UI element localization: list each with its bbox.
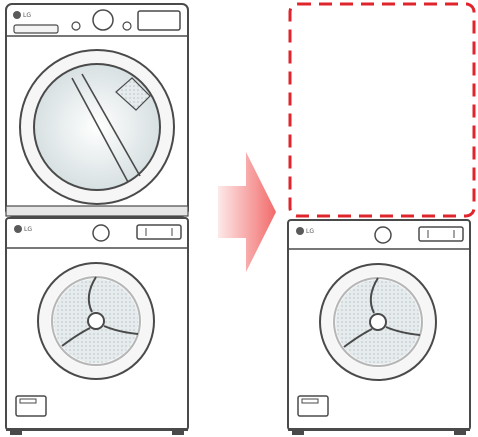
washer-unit-right: LG (288, 220, 470, 435)
dryer-dial (93, 10, 113, 30)
svg-text:LG: LG (23, 12, 31, 19)
dryer-button-left (72, 22, 80, 30)
dryer-button-right (123, 22, 131, 30)
dryer-display (138, 11, 180, 30)
svg-text:LG: LG (306, 228, 314, 235)
svg-text:LG: LG (24, 226, 32, 233)
arrow-right-icon (218, 152, 276, 272)
washer-unit-left: LG (6, 218, 188, 435)
dryer-door-glass (34, 64, 160, 190)
removed-dryer-placeholder (290, 4, 474, 216)
washer-left-dial (93, 225, 109, 241)
washer-left-brand-logo: LG (14, 225, 32, 233)
dryer-brand-logo: LG (13, 11, 31, 19)
dryer-unit: LG (6, 4, 188, 216)
dryer-detergent-slot (14, 25, 58, 33)
washer-right-dial (375, 227, 391, 243)
washer-right-brand-logo: LG (296, 227, 314, 235)
washer-left-display (137, 225, 181, 239)
washer-right-display (419, 227, 463, 241)
